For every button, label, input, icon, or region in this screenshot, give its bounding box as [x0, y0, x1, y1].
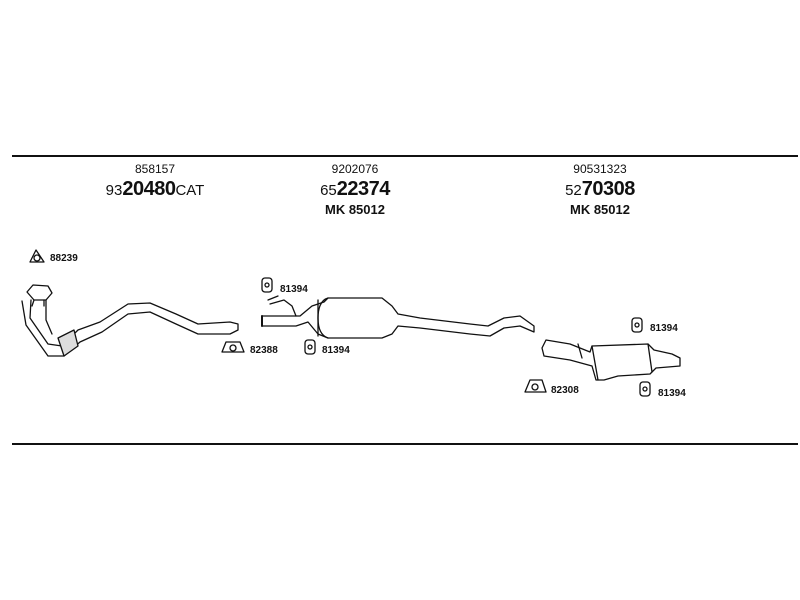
- middle-silencer-reference: 6522374: [290, 179, 420, 199]
- middle-ref-main: 22374: [336, 178, 391, 200]
- hanger-rear-bottom-icon: [639, 381, 651, 397]
- hanger-rear-top-icon: [631, 317, 643, 333]
- catalyst-ref-main: 20480: [122, 178, 176, 200]
- catalyst-header: 858157 9320480CAT: [95, 163, 215, 203]
- gasket-front-icon: [29, 249, 45, 263]
- middle-silencer-part-number: 9202076: [331, 162, 379, 176]
- rear-silencer-mk: MK 85012: [570, 202, 630, 217]
- hanger-mid-top-icon: [261, 277, 273, 293]
- middle-silencer-header: 9202076 6522374 MK 85012: [290, 163, 420, 216]
- hanger-mid-top-label: 81394: [280, 284, 308, 295]
- catalyst-ref-suffix: CAT: [175, 182, 205, 199]
- rear-silencer-header: 90531323 5270308 MK 85012: [535, 163, 665, 216]
- hanger-rear-bottom-label: 81394: [658, 388, 686, 399]
- gasket-front-label: 88239: [50, 253, 78, 264]
- hanger-mid-bottom-icon: [304, 339, 316, 355]
- catalyst-ref-prefix: 93: [105, 182, 123, 199]
- catalyst-reference: 9320480CAT: [95, 179, 215, 199]
- rear-silencer-pipe: [541, 339, 681, 381]
- clamp-front-label: 82388: [250, 345, 278, 356]
- middle-silencer-pipe: [261, 295, 535, 339]
- middle-ref-prefix: 65: [320, 182, 337, 199]
- catalyst-part-number: 858157: [134, 162, 176, 176]
- catalyst-pipe: [21, 284, 239, 357]
- rear-silencer-part-number: 90531323: [573, 162, 627, 176]
- clamp-rear-icon: [524, 379, 547, 393]
- clamp-rear-label: 82308: [551, 385, 579, 396]
- bottom-divider: [12, 443, 798, 445]
- rear-ref-main: 70308: [581, 178, 636, 200]
- rear-ref-prefix: 52: [565, 182, 582, 199]
- hanger-mid-bottom-label: 81394: [322, 345, 350, 356]
- top-divider: [12, 155, 798, 157]
- middle-silencer-mk: MK 85012: [325, 202, 385, 217]
- clamp-front-icon: [221, 341, 245, 353]
- hanger-rear-top-label: 81394: [650, 323, 678, 334]
- rear-silencer-reference: 5270308: [535, 179, 665, 199]
